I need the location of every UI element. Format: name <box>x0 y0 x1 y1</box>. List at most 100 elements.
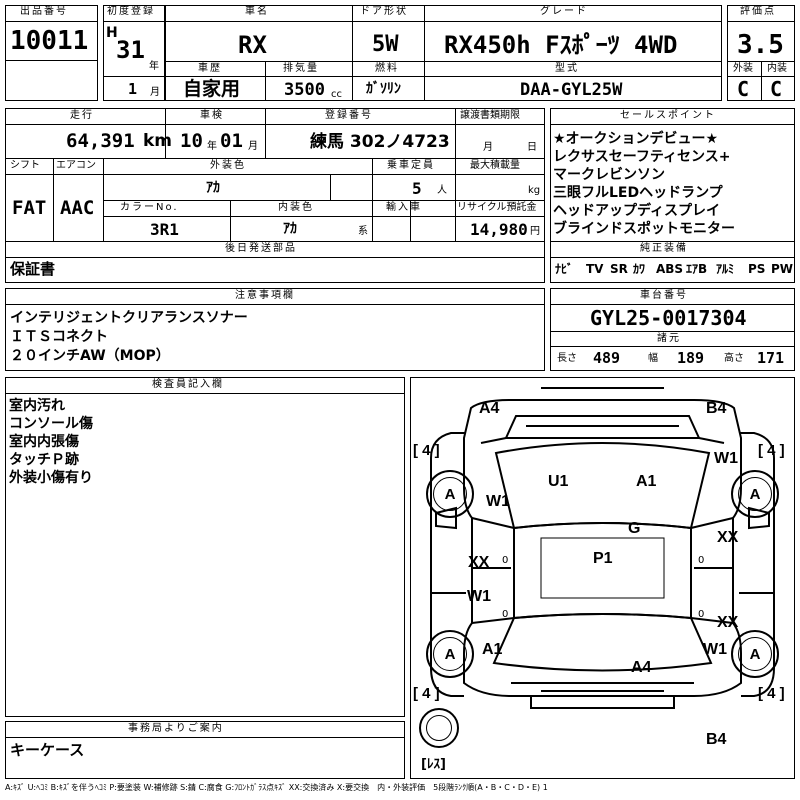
capacity-unit: 人 <box>437 185 447 196</box>
transfer-m: 月 <box>483 142 493 153</box>
zero-mark: 0 <box>698 609 705 620</box>
insp-year: 10 <box>180 130 203 152</box>
inspection-label: 車検 <box>200 110 224 121</box>
damage-mark: A4 <box>479 400 500 417</box>
fuel-label: 燃料 <box>375 63 399 74</box>
transfer-d: 日 <box>527 142 537 153</box>
reg-number: 練馬 302ノ4723 <box>310 132 450 152</box>
history: 自家用 <box>183 78 241 100</box>
int-color: ｱｶ <box>283 221 297 237</box>
damage-mark: XX <box>468 554 490 571</box>
sales-item: ヘッドアップディスプレイ <box>553 203 721 219</box>
color-no-label: カラーNo. <box>120 202 179 213</box>
reg-year: 31 <box>116 36 145 64</box>
lot-label: 出品番号 <box>20 6 68 17</box>
shift: FAT <box>12 197 47 219</box>
caution-label: 注意事項欄 <box>235 290 295 301</box>
damage-mark: B4 <box>706 400 727 417</box>
chassis-box <box>550 288 795 371</box>
later: 保証書 <box>10 260 56 278</box>
tire-rear-right: A <box>731 630 779 678</box>
grade-label: グレード <box>540 6 588 17</box>
legend: A:ｷｽﾞ U:ﾍｺﾐ B:ｷｽﾞを伴うﾍｺﾐ P:要塗装 W:補修跡 S:錆 … <box>5 783 548 792</box>
caution-line: ＩＴＳコネクト <box>10 329 108 345</box>
sales-item: ★オークションデビュー★ <box>553 131 719 147</box>
ext-label: 外装 <box>733 63 753 74</box>
equip-item: ｶﾜ <box>633 262 646 276</box>
office-box <box>5 721 405 779</box>
sales-item: マークレビンソン <box>553 167 665 183</box>
damage-mark: XX <box>717 614 739 631</box>
damage-mark: G <box>628 520 641 537</box>
inspector-line: タッチＰ跡 <box>9 452 79 468</box>
displacement: 3500 <box>284 80 325 100</box>
equip-item: PS <box>748 262 766 276</box>
len: 489 <box>593 349 621 367</box>
transfer-label: 譲渡書類期限 <box>460 110 520 121</box>
office-text: キーケース <box>10 741 85 759</box>
equip-item: ｴｱB <box>686 262 708 276</box>
damage-mark: XX <box>717 529 739 546</box>
insp-m-unit: 月 <box>248 141 258 152</box>
recycle-unit: 円 <box>530 226 540 237</box>
tire-front-left: A <box>426 470 474 518</box>
load-unit: kg <box>528 185 541 196</box>
damage-mark: P1 <box>593 550 613 567</box>
damage-mark: W1 <box>486 493 510 510</box>
wid: 189 <box>677 349 705 367</box>
score: 3.5 <box>737 30 784 60</box>
damage-mark: B4 <box>706 731 727 748</box>
inspector-line: 室内内張傷 <box>9 434 79 450</box>
score-label: 評価点 <box>740 6 776 17</box>
int-color-label: 内装色 <box>278 202 314 213</box>
damage-mark: W1 <box>467 588 491 605</box>
tread-depth: [ 4 ] <box>758 442 785 459</box>
equip-label: 純正装備 <box>640 243 688 254</box>
int-color-unit: 系 <box>358 226 368 237</box>
tire-rear-left: A <box>426 630 474 678</box>
spare-tire <box>419 708 459 748</box>
spec-label: 諸元 <box>657 333 681 344</box>
tread-depth: [ 4 ] <box>413 685 440 702</box>
name-label: 車名 <box>245 6 269 17</box>
cc-unit: cc <box>331 89 342 100</box>
shift-label: シフト <box>10 160 40 171</box>
damage-mark: W1 <box>714 450 738 467</box>
damage-mark: A1 <box>482 641 503 658</box>
door-label: ドア形状 <box>360 6 408 17</box>
office-label: 事務局よりご案内 <box>128 723 224 734</box>
inspector-line: コンソール傷 <box>9 416 93 432</box>
equip-item: ABS <box>656 262 684 276</box>
model-label: 型式 <box>555 63 579 74</box>
reg-label: 登録番号 <box>325 110 373 121</box>
model: DAA-GYL25W <box>520 80 623 100</box>
equip-item: SR <box>610 262 628 276</box>
lot-number-box <box>5 5 98 101</box>
ext-grade: C <box>737 77 750 101</box>
recycle-label: リサイクル預託金 <box>457 202 537 213</box>
wid-label: 幅 <box>648 353 658 364</box>
first-reg-box <box>103 5 165 101</box>
color-label: 外装色 <box>210 160 246 171</box>
details-box <box>5 108 545 283</box>
equip-item: ﾅﾋﾞ <box>555 262 574 276</box>
later-label: 後日発送部品 <box>225 243 297 254</box>
equip-item: PW <box>771 262 794 276</box>
caution-box <box>5 288 545 371</box>
zero-mark: 0 <box>502 555 509 566</box>
sales-item: ブラインドスポットモニター <box>553 221 735 237</box>
sales-item: レクサスセーフティセンス+ <box>553 149 731 165</box>
damage-mark: U1 <box>548 473 569 490</box>
len-label: 長さ <box>557 353 577 364</box>
grade: RX450h Fｽﾎﾟｰﾂ 4WD <box>444 31 678 59</box>
insp-y-unit: 年 <box>207 141 217 152</box>
sales-box <box>550 108 795 283</box>
km-unit: km <box>143 131 173 151</box>
month-unit: 月 <box>150 87 160 98</box>
color: ｱｶ <box>206 180 220 196</box>
ac: AAC <box>60 197 95 219</box>
chassis-label: 車台番号 <box>640 290 688 301</box>
inspector-line: 室内汚れ <box>9 398 65 414</box>
era: H <box>106 25 118 41</box>
lot-number: 10011 <box>10 26 89 56</box>
